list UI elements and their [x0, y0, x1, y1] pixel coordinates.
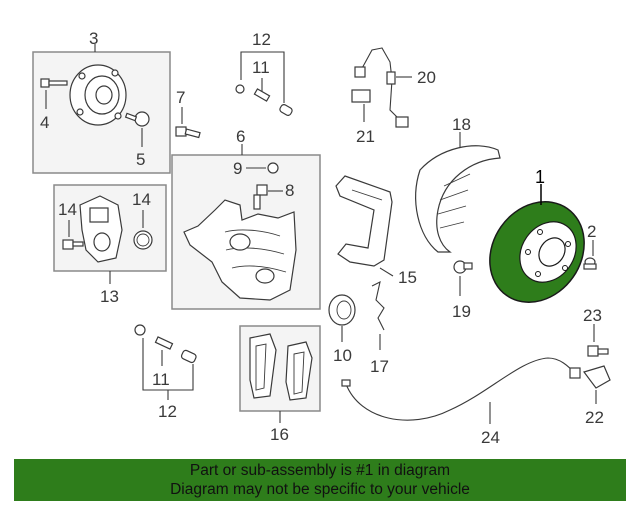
callout-21: 21: [356, 127, 375, 146]
callout-5: 5: [136, 150, 145, 169]
callout-17: 17: [370, 357, 389, 376]
callout-22: 22: [585, 408, 604, 427]
shield-bolt-19: [453, 260, 473, 274]
callout-4: 4: [40, 113, 49, 132]
caliper-carrier: [335, 175, 393, 267]
bolt-23: [587, 345, 609, 357]
callout-11-top: 11: [252, 58, 270, 77]
seal-10: [328, 294, 356, 326]
bracket-22: [583, 365, 611, 389]
callout-18: 18: [452, 115, 471, 134]
brake-hose: [354, 47, 409, 128]
callout-3: 3: [89, 29, 98, 48]
callout-2: 2: [587, 222, 596, 241]
hose-bracket-21: [351, 89, 371, 103]
guide-bolt-top: [235, 84, 293, 116]
callout-11-bottom: 11: [152, 370, 170, 389]
parking-brake-actuator: [79, 195, 123, 263]
callout-19: 19: [452, 302, 471, 321]
banner-line-2: Diagram may not be specific to your vehi…: [170, 481, 470, 498]
dust-shield: [415, 145, 501, 253]
info-banner: Part or sub-assembly is #1 in diagram Di…: [14, 459, 626, 501]
actuator-bolt-14: [62, 239, 84, 250]
bleeder-screw-8: [253, 184, 268, 210]
bleeder-cap-9: [267, 162, 279, 174]
callout-13: 13: [100, 287, 119, 306]
bolt-7: [175, 126, 201, 139]
brake-pads: [249, 333, 313, 401]
spring-clip-17: [371, 280, 385, 331]
rotor-screw-2: [583, 257, 597, 270]
callout-12-top: 12: [252, 30, 271, 49]
callout-24: 24: [481, 428, 500, 447]
brake-rotor: [489, 201, 585, 303]
callout-12-bottom: 12: [158, 402, 177, 421]
callout-16: 16: [270, 425, 289, 444]
callout-20: 20: [417, 68, 436, 87]
callout-6: 6: [236, 127, 245, 146]
guide-bolt-bottom: [134, 324, 197, 364]
banner-line-1: Part or sub-assembly is #1 in diagram: [189, 462, 451, 479]
brake-caliper: [183, 199, 297, 301]
callout-14-right: 14: [132, 190, 151, 209]
wear-sensor-cable: [345, 357, 577, 421]
hub-bearing: [69, 64, 127, 126]
callout-7: 7: [176, 88, 185, 107]
callout-23: 23: [583, 306, 602, 325]
callout-10: 10: [333, 346, 352, 365]
hub-bolt-5: [124, 111, 150, 127]
callout-8: 8: [285, 181, 294, 200]
callout-14-left: 14: [58, 200, 77, 219]
callout-9: 9: [233, 159, 242, 178]
callout-15: 15: [398, 268, 417, 287]
hub-bolt-4: [40, 78, 68, 88]
parts-diagram: 3 4 5 12 11 7 6 9 8: [32, 29, 611, 447]
callout-1: 1: [535, 167, 545, 187]
